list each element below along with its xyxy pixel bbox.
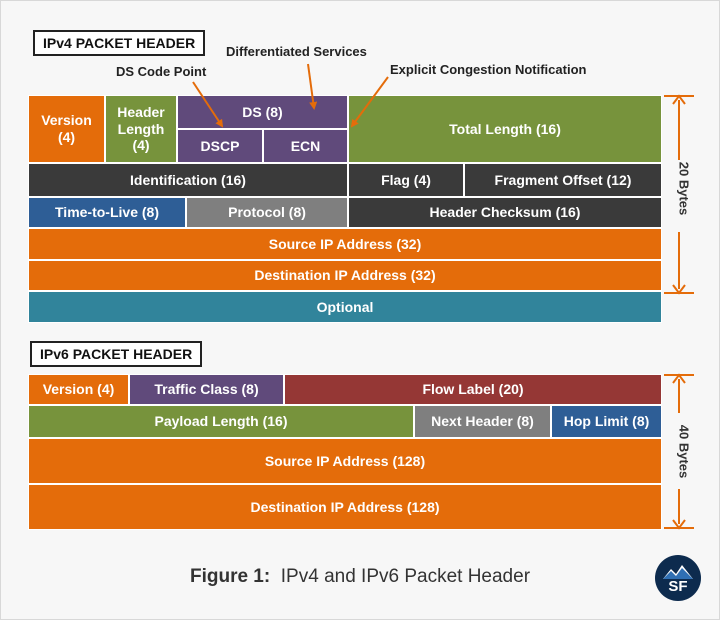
callout-ds-code-point: DS Code Point xyxy=(116,64,207,79)
ipv4-size-bracket xyxy=(664,95,694,294)
ipv4-dscp: DSCP xyxy=(177,129,263,163)
ipv6-payload-length: Payload Length (16) xyxy=(28,405,414,438)
caption-text: IPv4 and IPv6 Packet Header xyxy=(280,566,531,587)
ipv4-title: IPv4 PACKET HEADER xyxy=(33,30,206,56)
arrow-ds-code-point xyxy=(192,81,224,128)
ipv6-next-header: Next Header (8) xyxy=(414,405,551,438)
ipv4-source-ip: Source IP Address (32) xyxy=(28,228,662,260)
ipv6-source-ip: Source IP Address (128) xyxy=(28,438,662,484)
figure-caption: Figure 1: IPv4 and IPv6 Packet Header xyxy=(0,566,720,588)
ipv4-optional: Optional xyxy=(28,291,662,323)
ipv6-version: Version (4) xyxy=(28,374,129,405)
ipv6-title: IPv6 PACKET HEADER xyxy=(30,341,203,367)
ipv4-protocol: Protocol (8) xyxy=(186,197,348,228)
ipv4-header-checksum: Header Checksum (16) xyxy=(348,197,662,228)
ipv6-size-bracket xyxy=(664,374,694,529)
ipv4-ttl: Time-to-Live (8) xyxy=(28,197,186,228)
logo-text: SF xyxy=(668,578,688,595)
callout-differentiated-services: Differentiated Services xyxy=(226,44,367,59)
ipv4-identification: Identification (16) xyxy=(28,163,348,197)
ipv4-destination-ip: Destination IP Address (32) xyxy=(28,260,662,291)
ipv6-hop-limit: Hop Limit (8) xyxy=(551,405,662,438)
sf-logo: SF xyxy=(655,555,701,601)
logo-mountain-icon xyxy=(663,565,693,579)
arrow-ecn xyxy=(350,76,389,128)
callout-ecn: Explicit Congestion Notification xyxy=(390,62,587,77)
ipv4-fragment-offset: Fragment Offset (12) xyxy=(464,163,662,197)
ipv4-version: Version (4) xyxy=(28,95,105,163)
arrow-differentiated-services xyxy=(307,63,318,110)
ipv4-ecn: ECN xyxy=(263,129,348,163)
caption-label: Figure 1: xyxy=(189,566,271,587)
ipv4-header-length: Header Length (4) xyxy=(105,95,177,163)
ipv4-total-length: Total Length (16) xyxy=(348,95,662,163)
ipv6-destination-ip: Destination IP Address (128) xyxy=(28,484,662,530)
ipv4-flag: Flag (4) xyxy=(348,163,464,197)
ipv6-traffic-class: Traffic Class (8) xyxy=(129,374,284,405)
ipv6-flow-label: Flow Label (20) xyxy=(284,374,662,405)
